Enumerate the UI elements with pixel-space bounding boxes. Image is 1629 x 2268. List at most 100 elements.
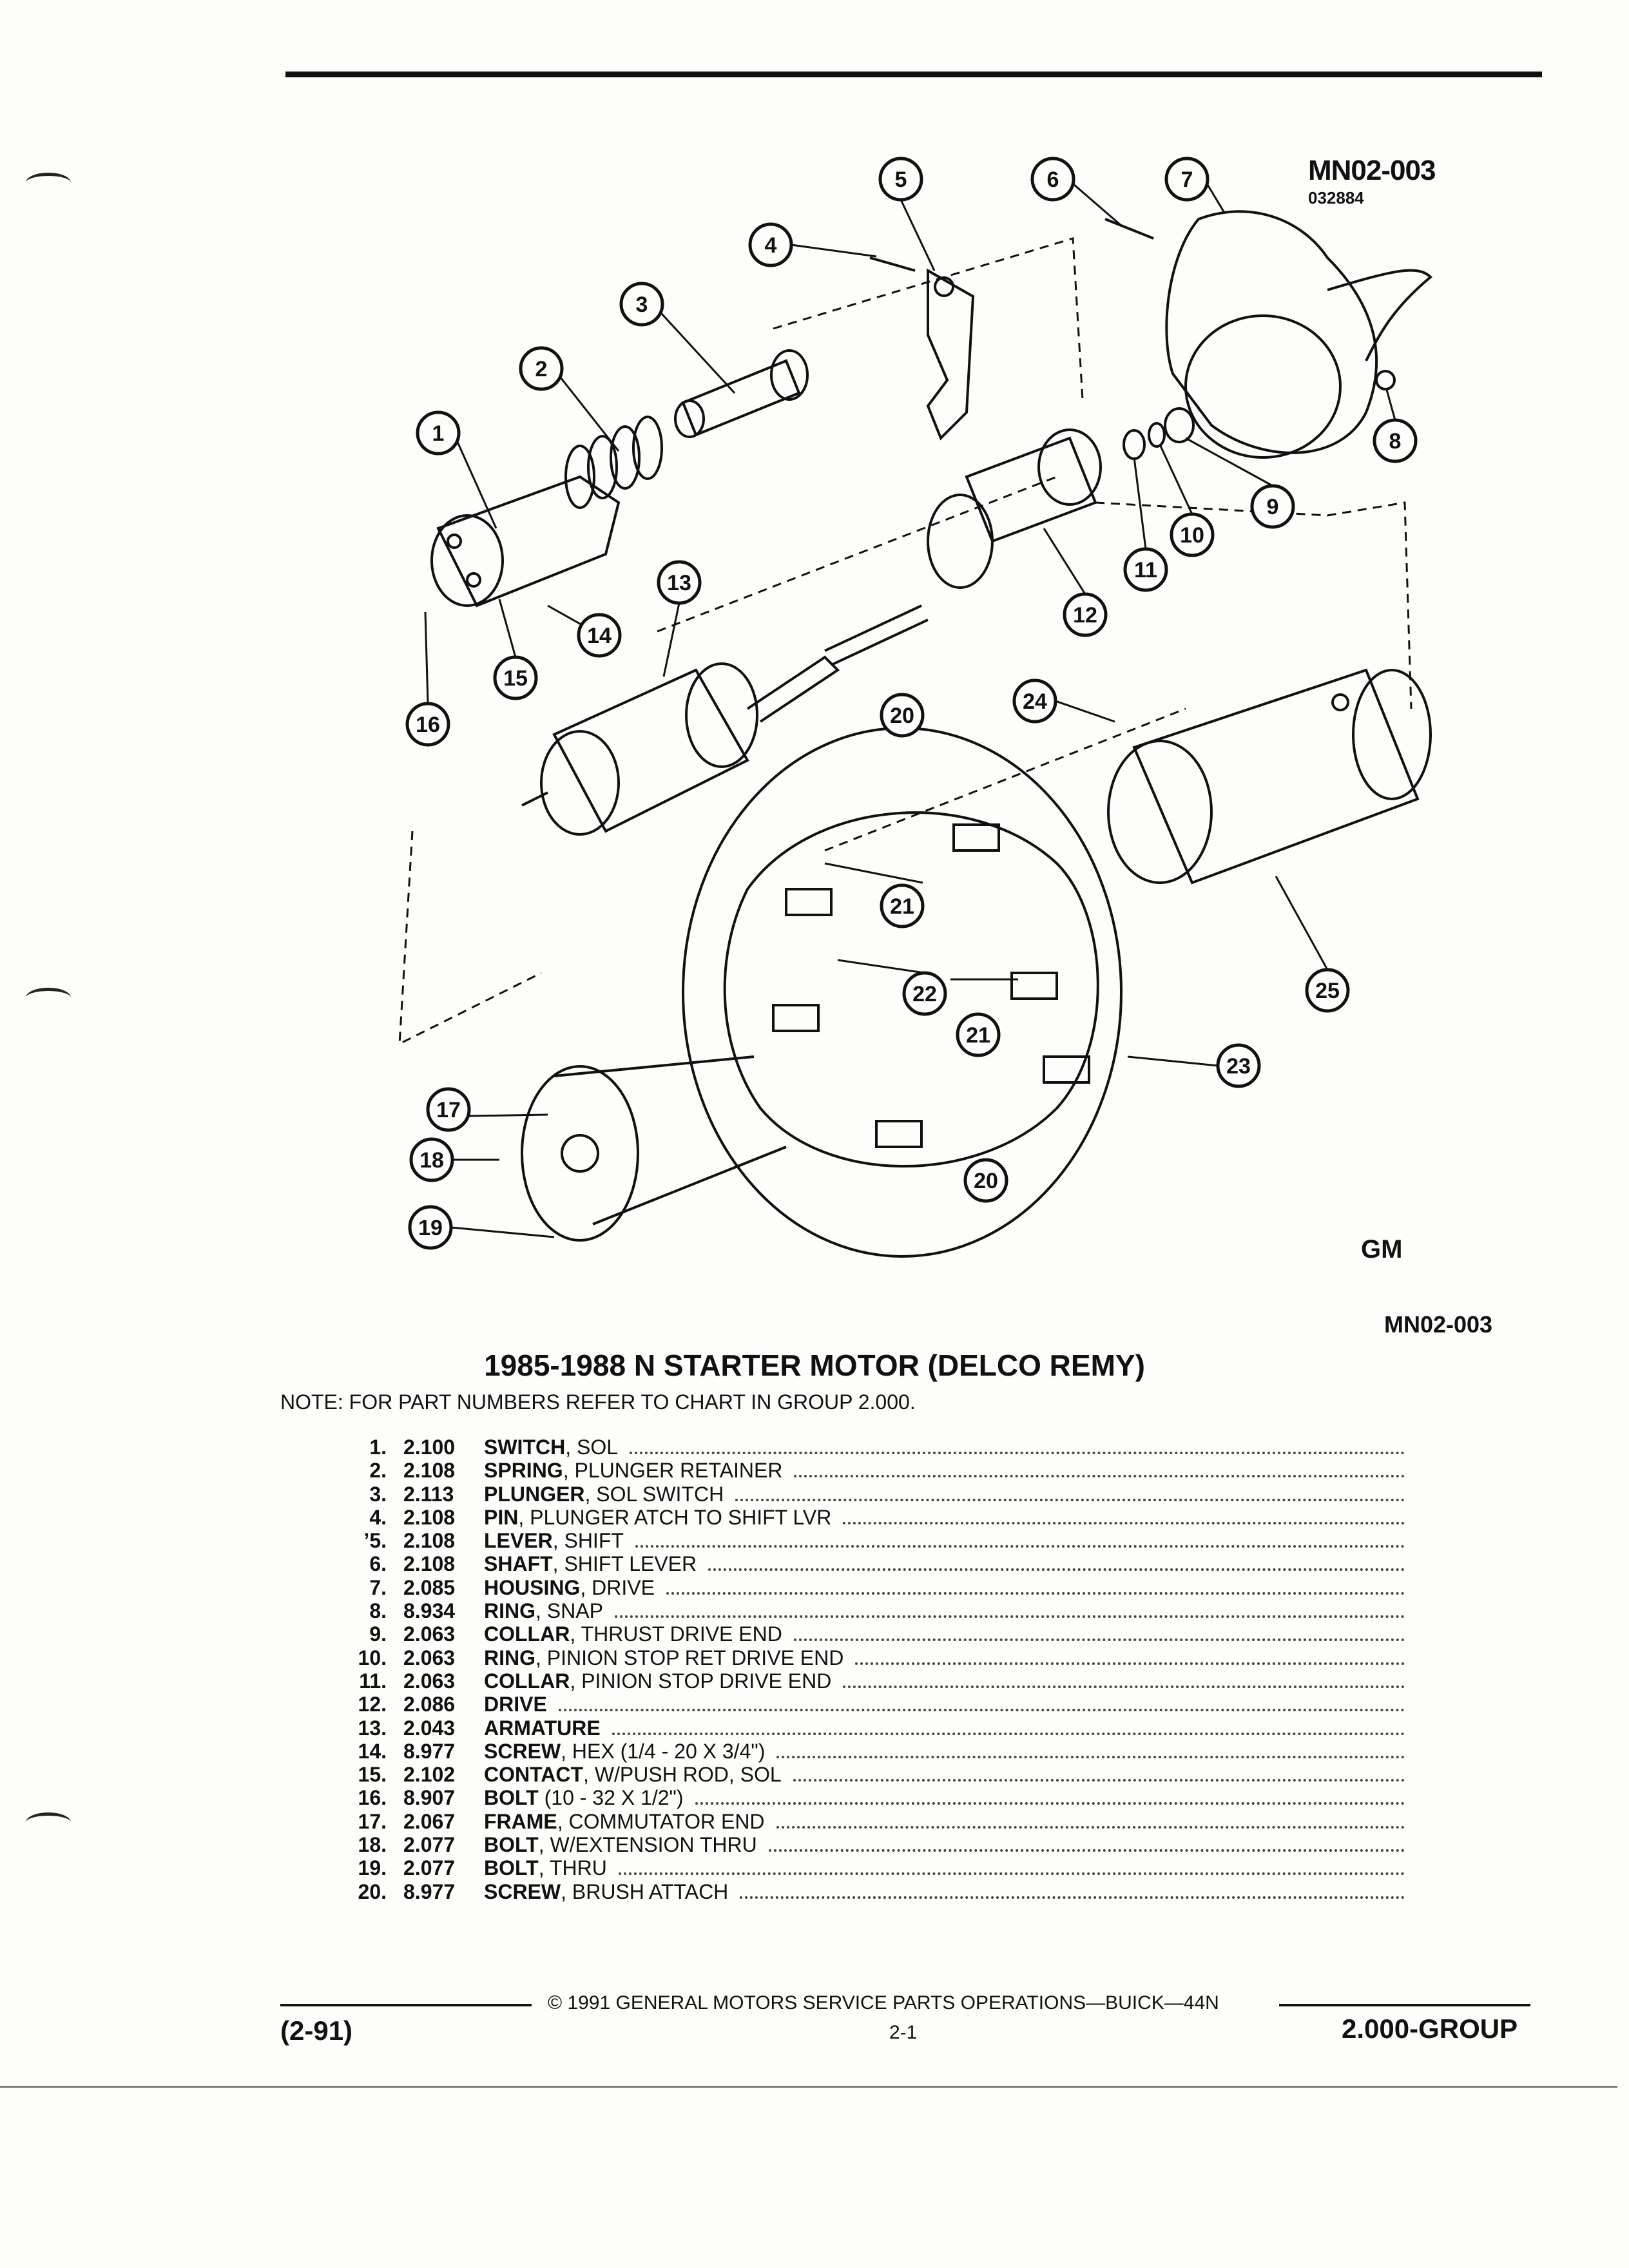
part-group-code: 8.977 — [403, 1739, 456, 1763]
part-index: 4. — [369, 1505, 387, 1529]
gm-logo-mark: GM — [1361, 1235, 1403, 1264]
svg-text:17: 17 — [436, 1098, 461, 1122]
svg-text:9: 9 — [1267, 495, 1279, 519]
callout-25 — [1305, 968, 1350, 1013]
callout-15 — [493, 655, 538, 700]
part-index: 11. — [359, 1669, 387, 1693]
dot-leader — [666, 1591, 1405, 1595]
part-group-code: 2.113 — [403, 1482, 454, 1506]
part-detail: , HEX (1/4 - 20 X 3/4") — [561, 1739, 766, 1763]
part-detail: , PINION STOP RET DRIVE END — [535, 1646, 844, 1669]
part-name: PIN — [484, 1505, 519, 1529]
callout-4 — [748, 222, 793, 267]
part-index: 15. — [358, 1763, 387, 1787]
part-name: SCREW — [484, 1739, 561, 1763]
part-name: FRAME — [484, 1809, 557, 1833]
shift-lever-shape — [926, 268, 975, 441]
binder-mark — [26, 173, 71, 193]
part-description: COLLAR, PINION STOP DRIVE END — [484, 1669, 831, 1693]
part-description: BOLT, THRU — [484, 1856, 607, 1880]
dot-leader — [794, 1475, 1405, 1478]
part-name: ARMATURE — [484, 1716, 601, 1740]
field-frame-shape — [1107, 668, 1432, 885]
part-detail: , PINION STOP DRIVE END — [570, 1669, 832, 1693]
dot-leader — [735, 1498, 1405, 1501]
callout-2 — [519, 346, 564, 391]
part-group-code: 2.086 — [403, 1693, 456, 1716]
svg-text:8: 8 — [1389, 429, 1402, 454]
part-group-code: 2.102 — [403, 1763, 456, 1787]
part-description: PIN, PLUNGER ATCH TO SHIFT LVR — [484, 1506, 831, 1530]
part-group-code: 2.108 — [403, 1459, 456, 1483]
pinion-stop-collar-shape — [1123, 429, 1146, 460]
part-name: RING — [484, 1646, 535, 1669]
callout-22 — [902, 971, 947, 1016]
svg-text:1: 1 — [432, 421, 445, 446]
callout-1 — [416, 410, 461, 456]
part-group-code: 2.063 — [403, 1646, 456, 1669]
callout-circles — [405, 157, 1418, 1250]
dot-leader — [635, 1545, 1405, 1548]
footer-rule-right — [1279, 2004, 1530, 2006]
part-index: 9. — [369, 1622, 387, 1646]
part-name: COLLAR — [484, 1669, 570, 1693]
callout-16 — [405, 702, 450, 747]
svg-text:13: 13 — [667, 571, 691, 595]
part-description: BOLT, W/EXTENSION THRU — [484, 1833, 757, 1857]
dot-leader — [740, 1896, 1405, 1899]
parts-list-row: 11. 2.063 COLLAR, PINION STOP DRIVE END — [335, 1669, 1405, 1693]
part-group-code: 2.108 — [403, 1505, 456, 1529]
callout-19 — [408, 1205, 453, 1250]
dot-leader — [843, 1521, 1405, 1524]
part-index: 17. — [358, 1809, 387, 1833]
part-index: 6. — [369, 1552, 387, 1576]
svg-text:7: 7 — [1181, 168, 1193, 192]
callout-21a — [880, 883, 925, 928]
dot-leader — [793, 1639, 1405, 1642]
assembly-guide-lines — [398, 237, 1412, 1046]
callout-leaders — [424, 180, 1396, 1238]
callout-anchor — [1011, 1230, 1012, 1231]
dot-leader — [614, 1615, 1405, 1619]
solenoid-switch-shape — [430, 475, 621, 608]
part-group-code: 8.977 — [403, 1879, 456, 1903]
dot-leader — [843, 1685, 1405, 1688]
part-name: HOUSING — [484, 1575, 581, 1599]
part-group-code: 2.063 — [403, 1622, 456, 1646]
callout-3 — [619, 282, 664, 327]
part-name: PLUNGER — [484, 1482, 585, 1506]
callout-6 — [1030, 157, 1075, 202]
part-group-code: 2.043 — [403, 1716, 456, 1740]
svg-text:10: 10 — [1180, 523, 1204, 548]
part-description: BOLT (10 - 32 X 1/2") — [484, 1786, 684, 1810]
callout-12 — [1063, 592, 1108, 637]
top-rule — [285, 72, 1542, 77]
binder-mark — [26, 1812, 71, 1832]
svg-text:6: 6 — [1047, 168, 1059, 192]
part-group-code: 2.100 — [403, 1436, 456, 1459]
part-name: BOLT — [484, 1833, 539, 1857]
svg-text:20: 20 — [974, 1169, 998, 1193]
part-description: SCREW, HEX (1/4 - 20 X 3/4") — [484, 1740, 765, 1763]
part-index: ’5. — [363, 1529, 387, 1553]
binder-mark — [26, 988, 71, 1008]
callout-17 — [426, 1087, 471, 1132]
callout-7 — [1164, 157, 1210, 202]
dot-leader — [612, 1732, 1405, 1735]
note: NOTE: FOR PART NUMBERS REFER TO CHART IN… — [280, 1390, 916, 1414]
part-group-code: 2.063 — [403, 1669, 456, 1693]
part-name: DRIVE — [484, 1693, 547, 1716]
callout-23 — [1216, 1043, 1261, 1088]
svg-text:21: 21 — [890, 894, 914, 919]
dot-leader — [793, 1779, 1405, 1782]
callout-8 — [1373, 418, 1418, 463]
part-name: SHAFT — [484, 1552, 553, 1576]
